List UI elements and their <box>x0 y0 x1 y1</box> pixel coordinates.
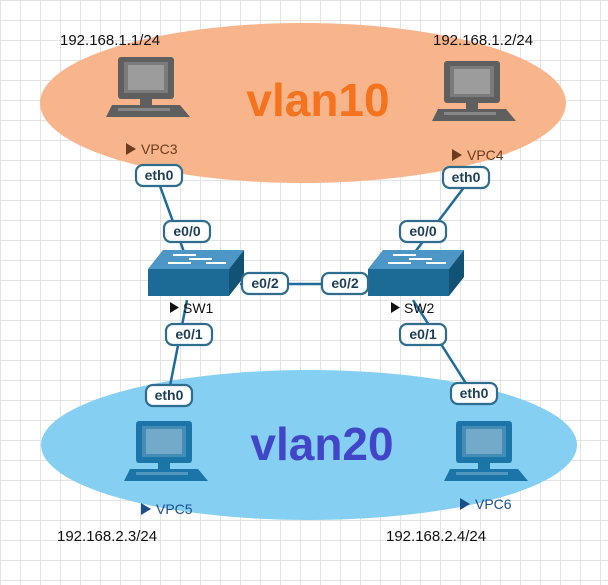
vpc6-ip: 192.168.2.4/24 <box>386 528 486 545</box>
sw1-port-e0-0: e0/0 <box>162 219 212 244</box>
link-sw1-vpc5 <box>166 299 189 397</box>
vpc6-label: VPC6 <box>460 496 512 512</box>
sw1-label: SW1 <box>170 300 214 316</box>
sw1-switch-icon[interactable] <box>148 250 244 296</box>
vpc4-port-eth0: eth0 <box>441 165 491 190</box>
vpc5-ip: 192.168.2.3/24 <box>57 528 157 545</box>
vpc4-ip: 192.168.1.2/24 <box>433 32 533 49</box>
sw2-port-e0-2: e0/2 <box>320 271 370 296</box>
svg-text:eth0: eth0 <box>145 167 174 183</box>
vpc5-port-eth0: eth0 <box>144 383 194 408</box>
link-sw2-vpc6 <box>411 299 476 397</box>
vlan20-zone <box>41 370 577 520</box>
sw2-switch-icon[interactable] <box>368 250 464 296</box>
sw1-port-e0-1: e0/1 <box>164 322 214 347</box>
svg-text:eth0: eth0 <box>155 387 184 403</box>
play-triangle-icon <box>452 149 462 161</box>
play-triangle-icon <box>126 143 136 155</box>
svg-text:e0/2: e0/2 <box>251 275 278 291</box>
vpc6-port-eth0: eth0 <box>449 381 499 406</box>
svg-text:SW2: SW2 <box>404 300 435 316</box>
vpc5-label: VPC5 <box>141 501 193 517</box>
svg-text:VPC6: VPC6 <box>475 496 512 512</box>
vpc3-ip: 192.168.1.1/24 <box>60 32 160 49</box>
svg-text:VPC4: VPC4 <box>467 147 504 163</box>
svg-text:SW1: SW1 <box>183 300 214 316</box>
svg-text:VPC5: VPC5 <box>156 501 193 517</box>
svg-text:e0/0: e0/0 <box>409 223 436 239</box>
vlan10-label: vlan10 <box>246 74 389 126</box>
play-triangle-icon <box>141 503 151 515</box>
play-triangle-icon <box>391 302 400 313</box>
sw2-port-e0-1: e0/1 <box>398 322 448 347</box>
sw2-port-e0-0: e0/0 <box>398 219 448 244</box>
svg-text:e0/1: e0/1 <box>175 326 202 342</box>
svg-text:eth0: eth0 <box>452 169 481 185</box>
svg-text:eth0: eth0 <box>460 385 489 401</box>
vpc4-label: VPC4 <box>452 147 504 163</box>
vpc3-label: VPC3 <box>126 141 178 157</box>
svg-text:VPC3: VPC3 <box>141 141 178 157</box>
svg-text:e0/0: e0/0 <box>173 223 200 239</box>
sw2-label: SW2 <box>391 300 435 316</box>
sw1-port-e0-2: e0/2 <box>240 271 290 296</box>
vpc3-port-eth0: eth0 <box>134 163 184 188</box>
play-triangle-icon <box>460 498 470 510</box>
svg-text:e0/2: e0/2 <box>331 275 358 291</box>
vlan20-label: vlan20 <box>250 418 393 470</box>
play-triangle-icon <box>170 302 179 313</box>
svg-text:e0/1: e0/1 <box>409 326 436 342</box>
